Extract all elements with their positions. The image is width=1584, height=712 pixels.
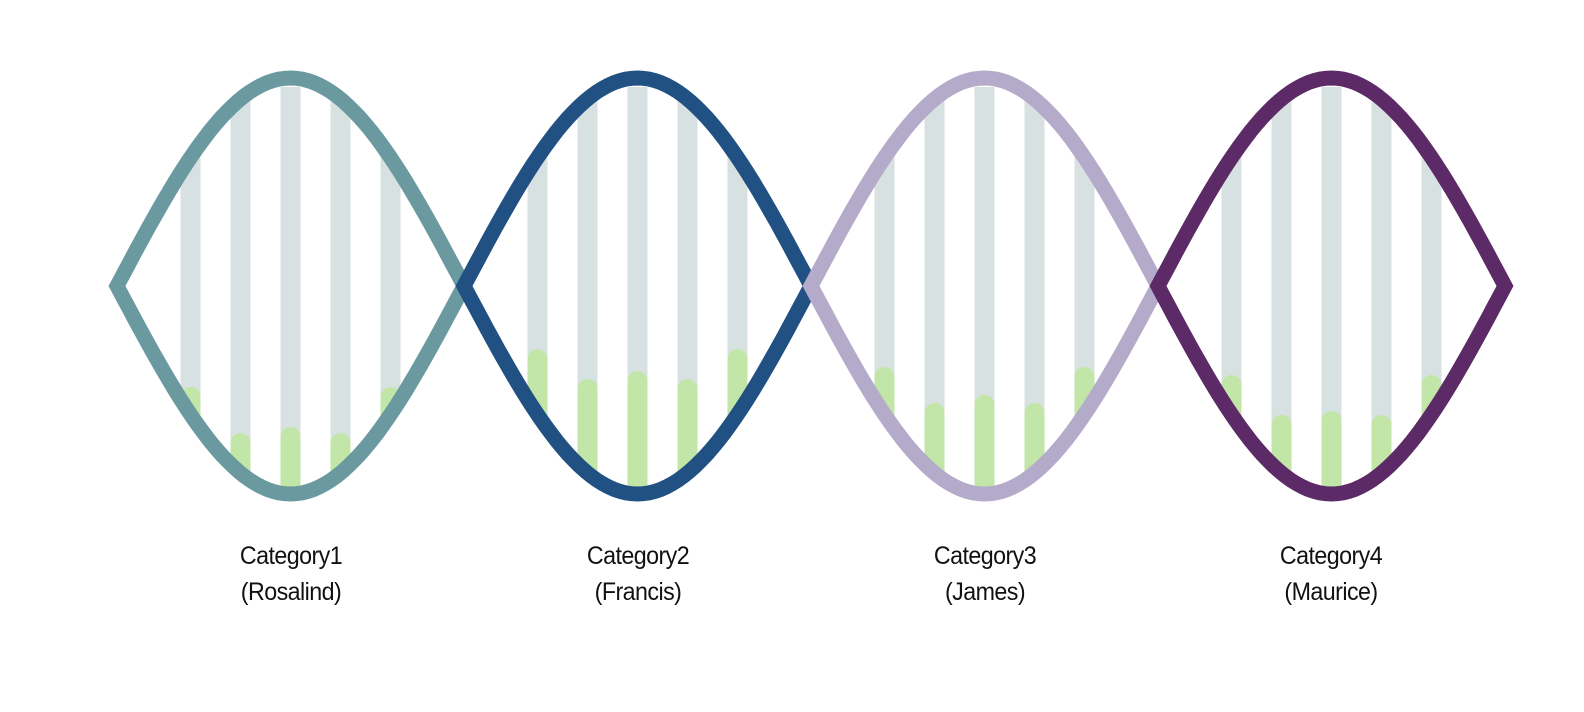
value-bar [627, 371, 648, 494]
helix-loop-3 [802, 70, 1167, 502]
background-bar [380, 87, 401, 487]
background-bar [280, 87, 301, 487]
category-sublabel: (Rosalind) [240, 578, 342, 606]
helix-loop-4 [1149, 70, 1514, 502]
helix-loop-2 [455, 70, 820, 502]
value-bar [280, 427, 301, 494]
category-label-2: Category2 (Francis) [526, 538, 749, 610]
helix-loop-1 [108, 70, 473, 502]
background-bar [1371, 87, 1392, 487]
background-bar [924, 87, 945, 487]
background-bar [1024, 87, 1045, 487]
background-bar [180, 87, 201, 487]
category-label-3: Category3 (James) [873, 538, 1096, 610]
category-name: Category1 [239, 542, 343, 570]
category-name: Category2 [586, 542, 690, 570]
background-bar [1321, 87, 1342, 487]
helix-loops [108, 70, 1514, 502]
background-bar [974, 87, 995, 487]
category-sublabel: (Francis) [594, 578, 682, 606]
category-label-1: Category1 (Rosalind) [179, 538, 402, 610]
background-bar [230, 87, 251, 487]
category-sublabel: (James) [944, 578, 1026, 606]
category-name: Category4 [1279, 542, 1383, 570]
category-label-4: Category4 (Maurice) [1219, 538, 1442, 610]
value-bar [1321, 411, 1342, 494]
helix-strand [1149, 70, 1514, 502]
background-bar [1271, 87, 1292, 487]
background-bar [330, 87, 351, 487]
value-bar [974, 395, 995, 494]
category-name: Category3 [933, 542, 1037, 570]
category-sublabel: (Maurice) [1284, 578, 1378, 606]
